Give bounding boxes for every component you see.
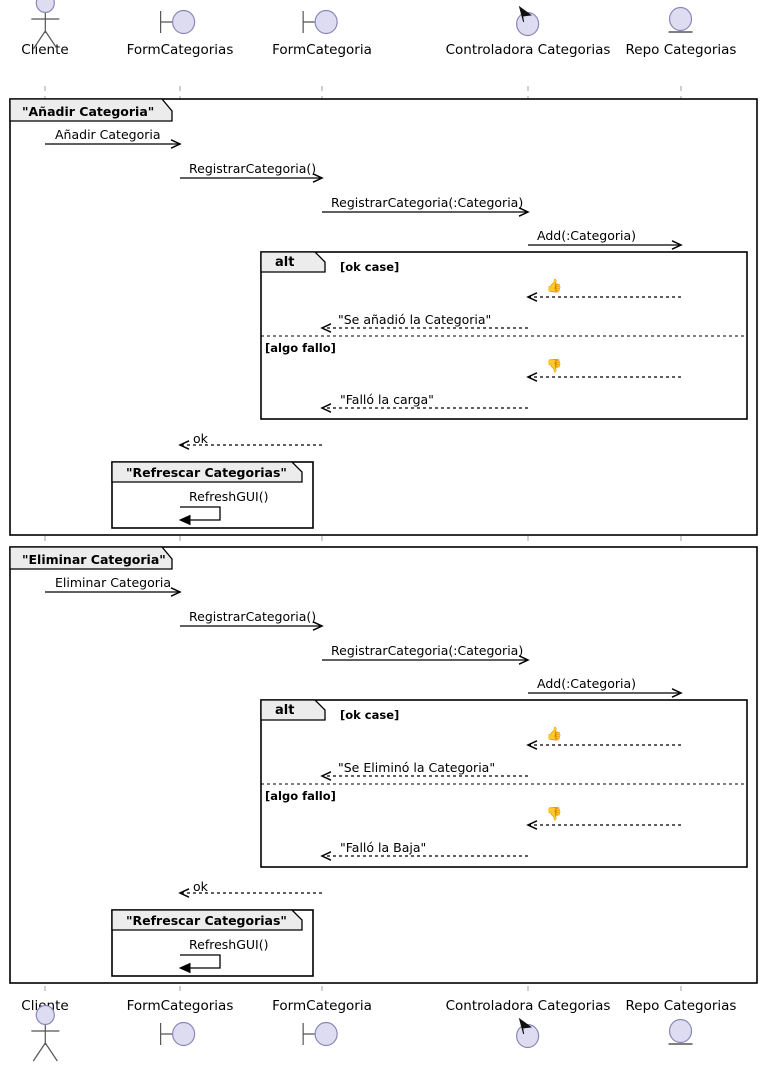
participant-formcats[interactable]: FormCategorias xyxy=(126,998,234,1054)
participant-repo[interactable]: Repo Categorias xyxy=(625,998,737,1054)
alt-message-eliminar-0-1-label: "Se Eliminó la Categoria" xyxy=(338,760,496,775)
message-anadir-4-label: ok xyxy=(193,431,208,446)
thumbs-down-icon: 👎 xyxy=(546,359,563,374)
alt-operator-label-anadir: alt xyxy=(275,255,295,270)
participant-label-formcats: FormCategorias xyxy=(126,42,234,58)
entity-icon xyxy=(626,2,737,42)
subfragment-title-anadir: "Refrescar Categorias" xyxy=(126,465,287,480)
participant-cliente[interactable]: Cliente xyxy=(21,0,69,58)
thumbs-down-icon: 👎 xyxy=(546,807,563,822)
alt-message-anadir-0-1-label: "Se añadió la Categoria" xyxy=(338,312,492,327)
alt-guard-eliminar-0: [ok case] xyxy=(340,708,400,722)
participant-formcats[interactable]: FormCategorias xyxy=(126,2,234,58)
alt-message-anadir-1-1-label: "Falló la carga" xyxy=(340,392,434,407)
alt-guard-eliminar-1: [algo fallo] xyxy=(265,789,336,803)
thumbs-up-icon: 👍 xyxy=(546,727,563,742)
fragment-title-anadir: "Añadir Categoria" xyxy=(22,104,155,119)
message-anadir-1-label: RegistrarCategoria() xyxy=(189,161,317,176)
self-message-label-eliminar: RefreshGUI() xyxy=(189,937,269,952)
participant-label-repo: Repo Categorias xyxy=(625,998,737,1014)
thumbs-up-icon: 👍 xyxy=(546,279,563,294)
entity-icon xyxy=(626,1014,737,1054)
message-eliminar-3-label: Add(:Categoria) xyxy=(537,676,636,691)
actor-icon xyxy=(21,0,68,50)
participant-label-formcat: FormCategoria xyxy=(272,998,372,1014)
participant-label-controladora: Controladora Categorias xyxy=(445,998,611,1014)
control-icon xyxy=(446,2,611,42)
message-eliminar-1-label: RegistrarCategoria() xyxy=(189,609,317,624)
participant-formcat[interactable]: FormCategoria xyxy=(272,998,372,1054)
alt-guard-anadir-1: [algo fallo] xyxy=(265,341,336,355)
boundary-icon xyxy=(127,2,234,42)
participant-controladora[interactable]: Controladora Categorias xyxy=(445,998,611,1054)
boundary-icon xyxy=(272,1014,372,1054)
message-anadir-3-label: Add(:Categoria) xyxy=(537,228,636,243)
alt-message-eliminar-1-1-label: "Falló la Baja" xyxy=(340,840,427,855)
message-eliminar-2-label: RegistrarCategoria(:Categoria) xyxy=(331,643,524,658)
actor-icon xyxy=(21,1005,68,1062)
participant-label-formcat: FormCategoria xyxy=(272,42,372,58)
alt-guard-anadir-0: [ok case] xyxy=(340,260,400,274)
message-eliminar-4-label: ok xyxy=(193,879,208,894)
message-anadir-2-label: RegistrarCategoria(:Categoria) xyxy=(331,195,524,210)
participant-formcat[interactable]: FormCategoria xyxy=(272,2,372,58)
participant-label-repo: Repo Categorias xyxy=(625,42,737,58)
participant-cliente[interactable]: Cliente xyxy=(21,998,69,1062)
boundary-icon xyxy=(272,2,372,42)
fragment-title-eliminar: "Eliminar Categoria" xyxy=(22,552,166,567)
participant-label-cliente: Cliente xyxy=(21,42,69,58)
participant-label-formcats: FormCategorias xyxy=(126,998,234,1014)
participant-label-controladora: Controladora Categorias xyxy=(445,42,611,58)
self-message-label-anadir: RefreshGUI() xyxy=(189,489,269,504)
control-icon xyxy=(446,1014,611,1054)
message-anadir-0-label: Añadir Categoria xyxy=(55,127,161,142)
subfragment-title-eliminar: "Refrescar Categorias" xyxy=(126,913,287,928)
participant-repo[interactable]: Repo Categorias xyxy=(625,2,737,58)
message-eliminar-0-label: Eliminar Categoria xyxy=(55,575,172,590)
alt-operator-label-eliminar: alt xyxy=(275,703,295,718)
participant-controladora[interactable]: Controladora Categorias xyxy=(445,2,611,58)
boundary-icon xyxy=(127,1014,234,1054)
